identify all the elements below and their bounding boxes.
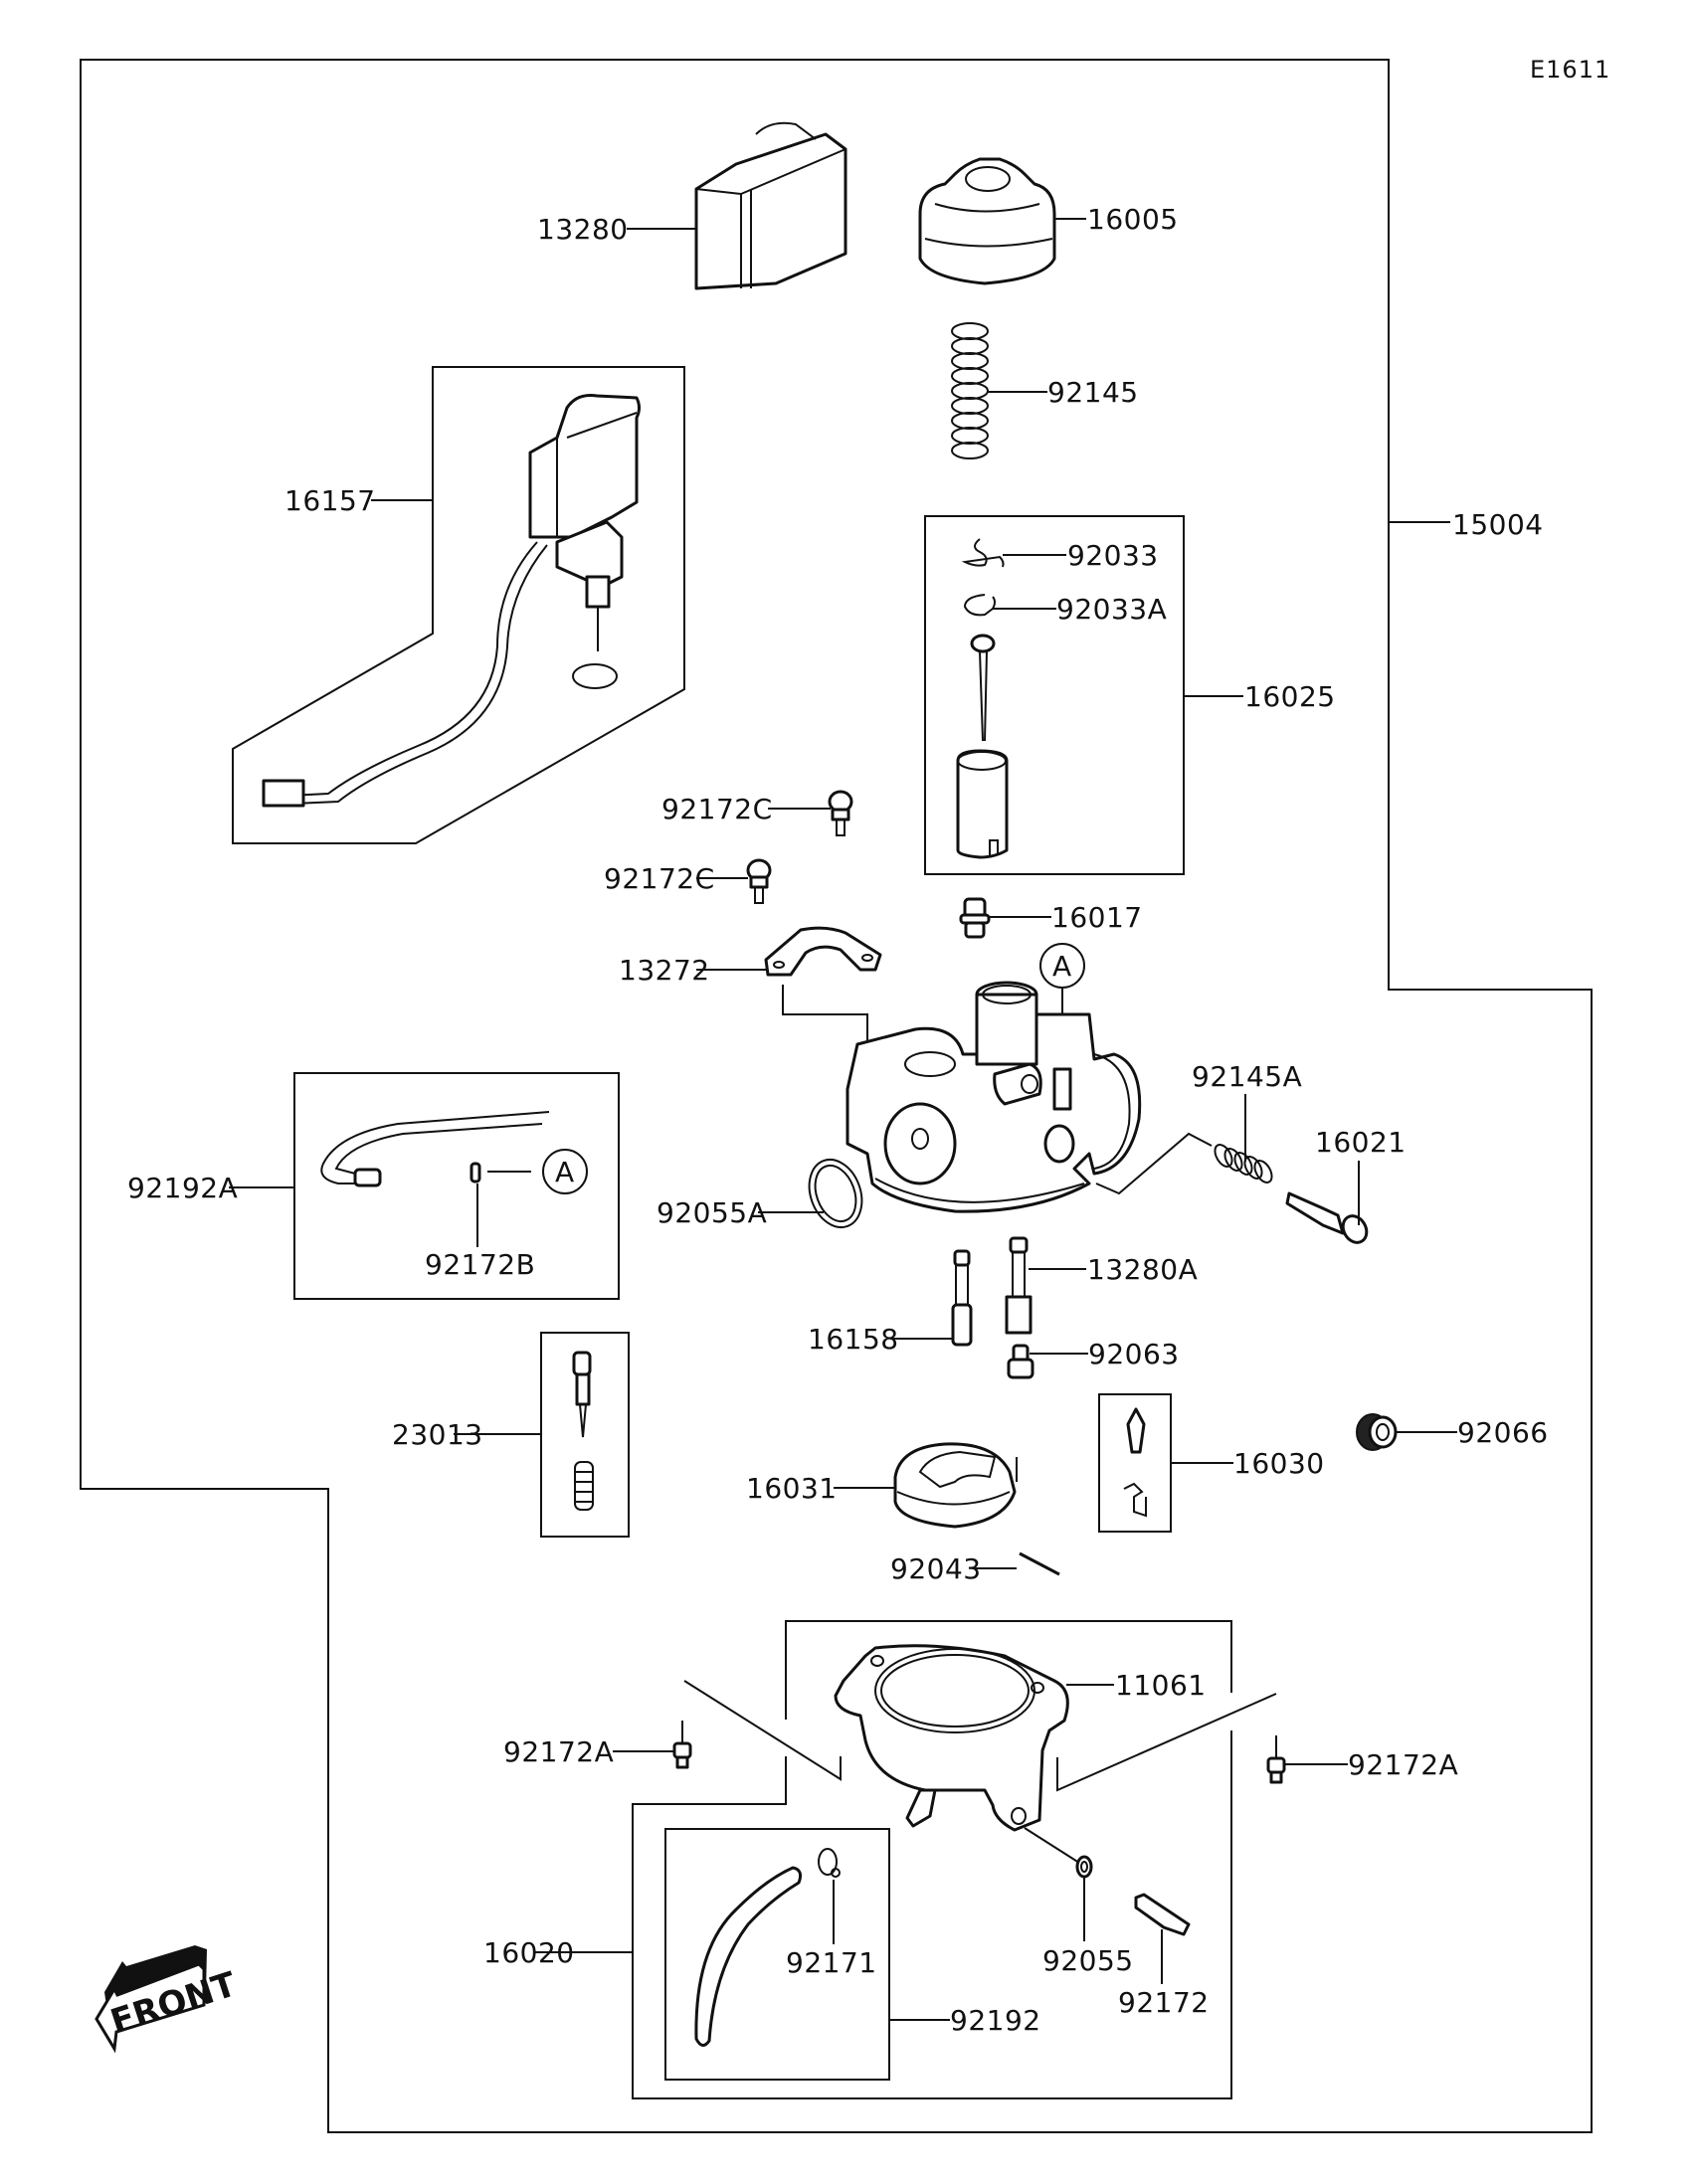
part-label-16157[interactable]: 16157: [284, 484, 376, 517]
part-92033-icon[interactable]: [961, 538, 1005, 568]
part-16025-slide-icon[interactable]: [956, 749, 1009, 859]
leader-13272-to-body: [782, 985, 868, 1042]
part-92066-icon[interactable]: [1356, 1413, 1398, 1451]
part-13272-icon[interactable]: [764, 926, 882, 977]
part-label-16017[interactable]: 16017: [1051, 901, 1143, 934]
diagram-code: E1611: [1530, 56, 1610, 84]
part-92033A-icon[interactable]: [963, 594, 996, 617]
part-92145-icon[interactable]: [951, 322, 989, 459]
part-92172C-lower-icon[interactable]: [746, 858, 772, 904]
part-label-16005[interactable]: 16005: [1087, 203, 1179, 236]
part-label-92172A-right[interactable]: 92172A: [1348, 1748, 1458, 1781]
part-label-92192[interactable]: 92192: [950, 2004, 1041, 2037]
part-16021-icon[interactable]: [1285, 1191, 1372, 1247]
part-label-92063[interactable]: 92063: [1088, 1338, 1180, 1370]
part-92145A-icon[interactable]: [1212, 1142, 1275, 1185]
part-23013-spring-icon[interactable]: [574, 1461, 594, 1511]
part-92172C-upper-icon[interactable]: [828, 790, 853, 836]
carburetor-body-icon[interactable]: [846, 981, 1142, 1213]
part-label-92172B[interactable]: 92172B: [425, 1248, 535, 1281]
part-92172A-right-icon[interactable]: [1266, 1735, 1286, 1784]
part-label-13280A[interactable]: 13280A: [1087, 1253, 1198, 1286]
part-label-92172C-lower[interactable]: 92172C: [604, 862, 715, 895]
reference-marker-a-hose: [542, 1149, 588, 1194]
part-11061-icon[interactable]: [834, 1644, 1069, 1832]
reference-marker-a-hose-text: A: [555, 1156, 574, 1188]
part-label-16031[interactable]: 16031: [746, 1472, 838, 1505]
part-label-92033A[interactable]: 92033A: [1056, 593, 1167, 626]
part-label-23013[interactable]: 23013: [392, 1418, 483, 1451]
part-label-16030[interactable]: 16030: [1233, 1447, 1325, 1480]
part-label-13280[interactable]: 13280: [537, 213, 629, 246]
part-label-15004[interactable]: 15004: [1452, 508, 1544, 541]
part-label-92171[interactable]: 92171: [786, 1946, 877, 1979]
leader-92172A-left-to-bowl: [683, 1680, 842, 1781]
part-92055-icon[interactable]: [1075, 1855, 1093, 1879]
part-92043-icon[interactable]: [1019, 1551, 1060, 1576]
part-label-92055[interactable]: 92055: [1042, 1944, 1134, 1977]
part-label-92043[interactable]: 92043: [890, 1552, 982, 1585]
part-label-16158[interactable]: 16158: [808, 1323, 899, 1356]
part-label-92055A[interactable]: 92055A: [657, 1196, 767, 1229]
part-label-92172C-upper[interactable]: 92172C: [661, 793, 773, 825]
part-16005-icon[interactable]: [918, 157, 1056, 285]
leader-body-to-92145A: [1095, 1132, 1213, 1195]
part-92063-icon[interactable]: [1007, 1344, 1034, 1379]
part-label-16020[interactable]: 16020: [483, 1936, 575, 1969]
leader-bowl-to-92055: [1024, 1827, 1080, 1864]
part-label-13272[interactable]: 13272: [619, 954, 710, 987]
leader-92172A-right-to-bowl: [1056, 1693, 1277, 1792]
front-direction-arrow-icon: FRONT: [94, 1945, 242, 2054]
part-92172A-left-icon[interactable]: [672, 1721, 692, 1769]
part-92192-hose-icon[interactable]: [694, 1866, 802, 2047]
group-outline-16157: [232, 366, 685, 844]
part-label-92172A-left[interactable]: 92172A: [503, 1735, 614, 1768]
part-16030-clip-icon[interactable]: [1123, 1482, 1147, 1518]
part-label-16025[interactable]: 16025: [1244, 680, 1336, 713]
reference-marker-a-body-text: A: [1052, 950, 1071, 983]
part-label-92033[interactable]: 92033: [1067, 539, 1159, 572]
group-outline-92192A: [293, 1072, 620, 1300]
part-23013-screw-icon[interactable]: [572, 1351, 592, 1438]
part-92172-icon[interactable]: [1134, 1893, 1191, 1936]
part-92171-clamp-icon[interactable]: [818, 1848, 841, 1878]
group-outline-92192: [664, 1828, 890, 2081]
part-92172B-icon[interactable]: [470, 1162, 481, 1183]
part-92055A-icon[interactable]: [801, 1153, 871, 1235]
part-13280-icon[interactable]: [694, 121, 847, 290]
part-label-92145A[interactable]: 92145A: [1192, 1060, 1302, 1093]
part-16031-icon[interactable]: [893, 1442, 1018, 1529]
part-label-16021[interactable]: 16021: [1315, 1126, 1407, 1159]
part-16157-icon[interactable]: [262, 394, 641, 808]
assembly-outline: [80, 59, 1593, 2133]
part-label-92172[interactable]: 92172: [1118, 1986, 1210, 2019]
part-16030-needle-icon[interactable]: [1126, 1407, 1146, 1454]
part-label-92066[interactable]: 92066: [1457, 1416, 1549, 1449]
part-label-92145[interactable]: 92145: [1047, 376, 1139, 409]
part-label-92192A[interactable]: 92192A: [127, 1172, 238, 1204]
part-16017-icon[interactable]: [959, 897, 991, 939]
part-16025-needle-icon[interactable]: [970, 634, 996, 742]
part-16158-icon[interactable]: [951, 1249, 973, 1347]
part-label-11061[interactable]: 11061: [1115, 1669, 1207, 1702]
part-92192A-icon[interactable]: [320, 1111, 550, 1187]
part-13280A-icon[interactable]: [1005, 1236, 1033, 1335]
